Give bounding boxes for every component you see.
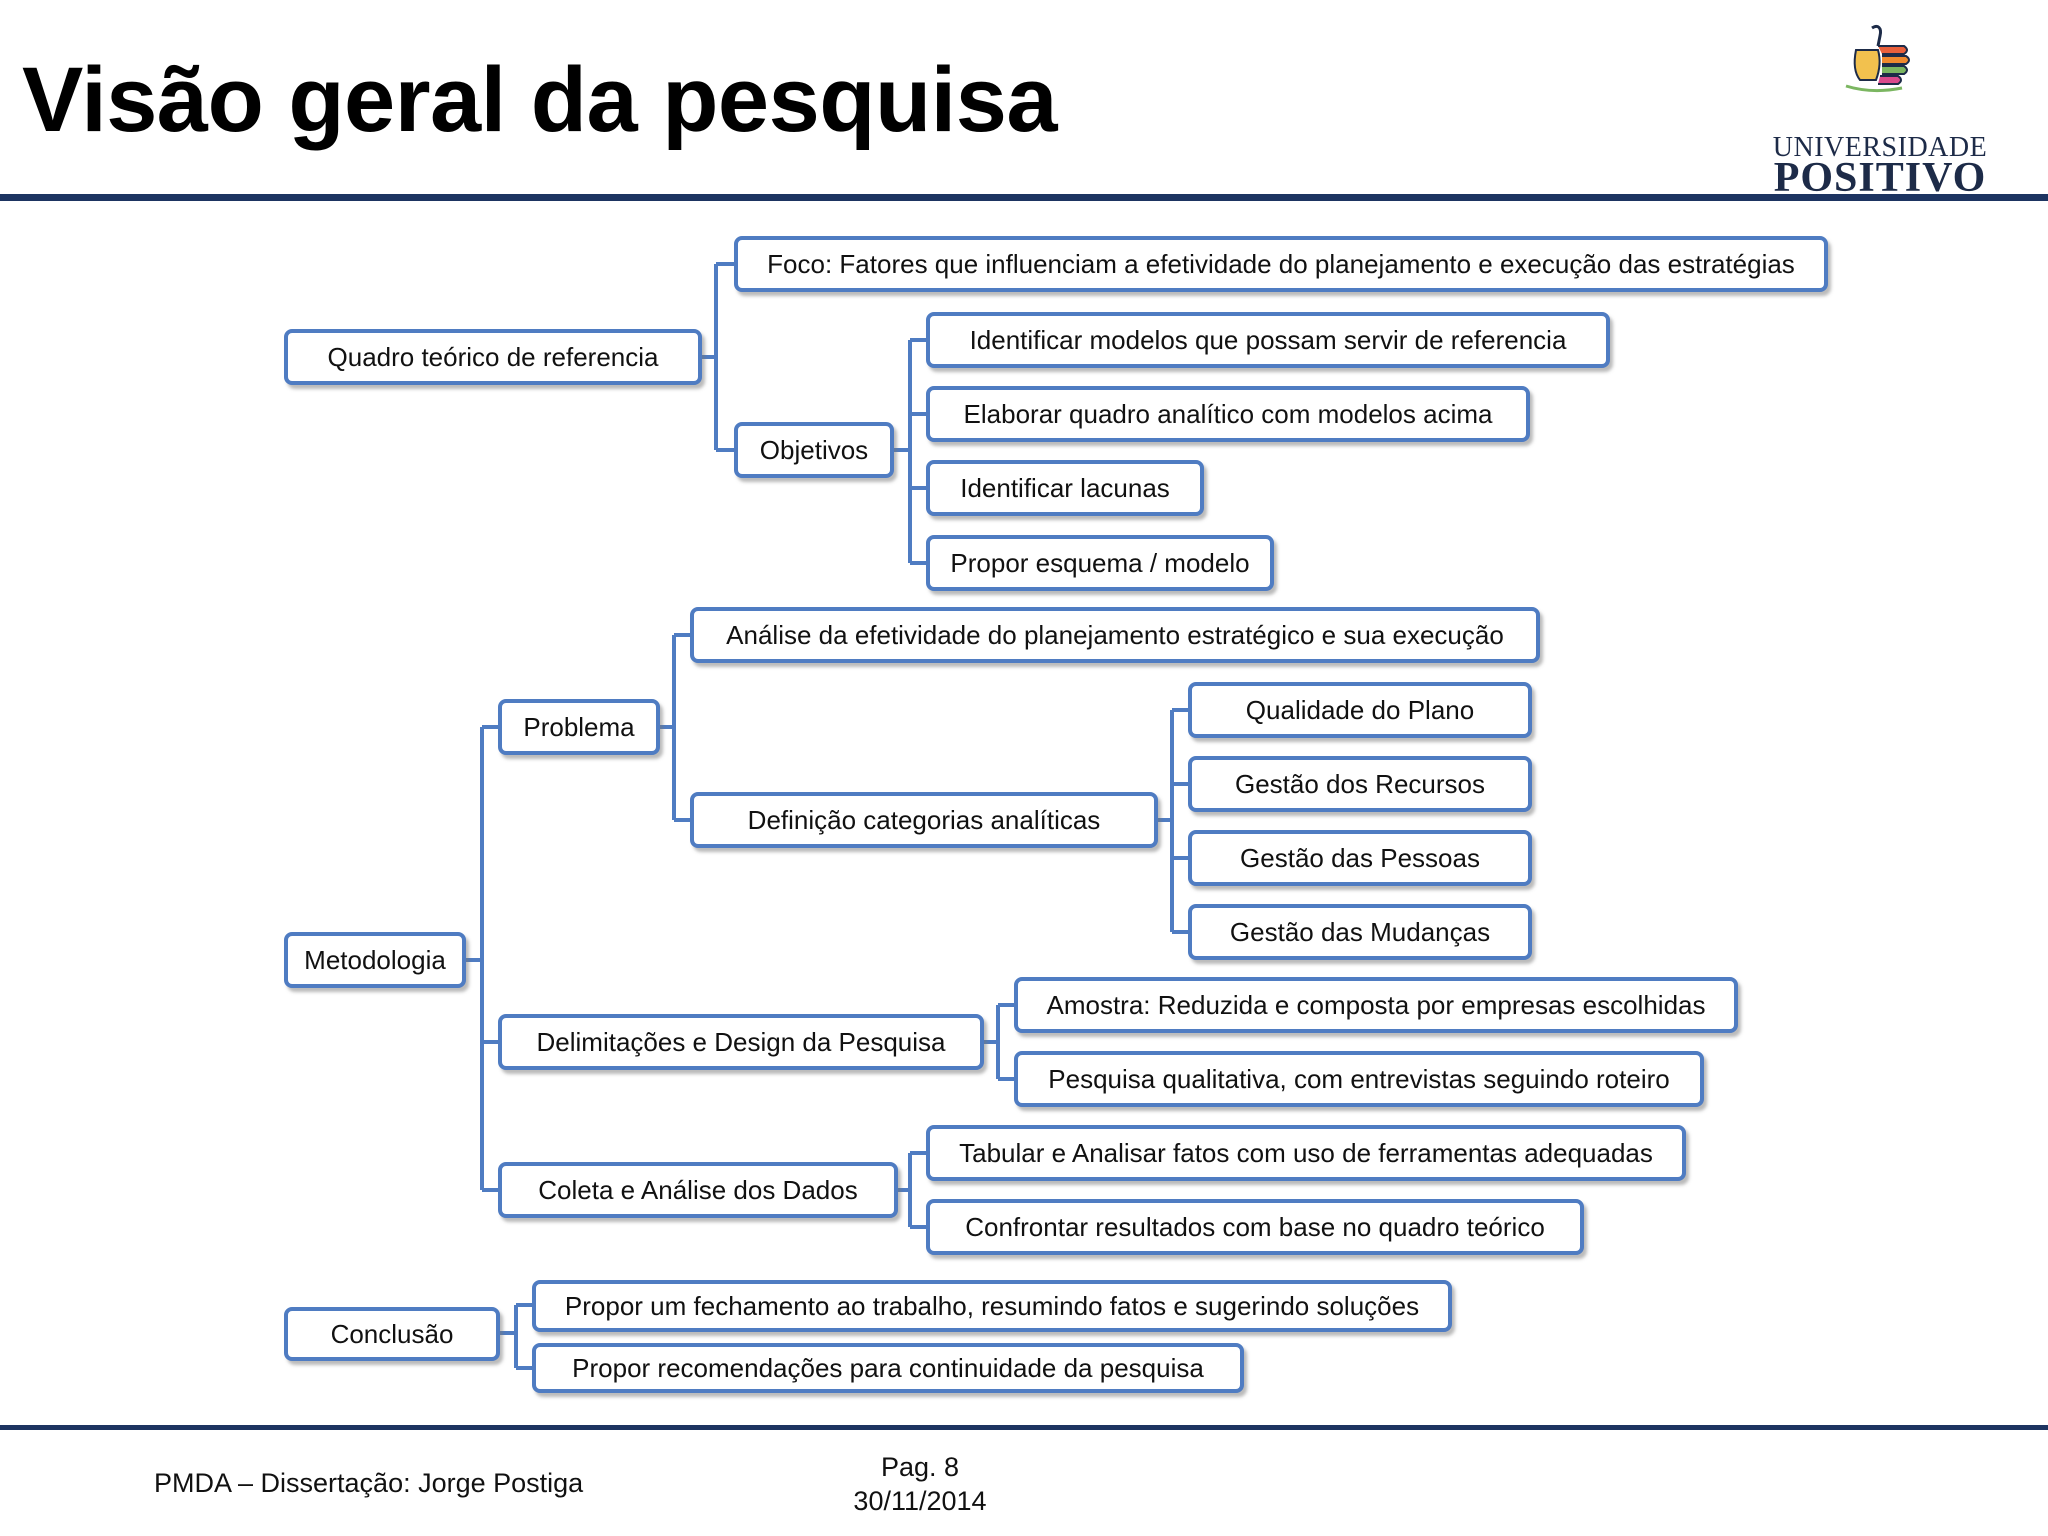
node-objetivo-3: Identificar lacunas [926,460,1204,516]
node-categoria-3: Gestão das Pessoas [1188,830,1532,886]
node-pesquisa-qualitativa: Pesquisa qualitativa, com entrevistas se… [1014,1051,1704,1107]
node-objetivo-4: Propor esquema / modelo [926,535,1274,591]
node-categoria-4: Gestão das Mudanças [1188,904,1532,960]
node-fechamento: Propor um fechamento ao trabalho, resumi… [532,1280,1452,1332]
node-metodologia: Metodologia [284,932,466,988]
node-categoria-1: Qualidade do Plano [1188,682,1532,738]
node-conclusao: Conclusão [284,1307,500,1361]
node-analise: Análise da efetividade do planejamento e… [690,607,1540,663]
logo-text-positivo: POSITIVO [1773,155,1987,201]
connector-lines [466,262,1188,1370]
node-tabular: Tabular e Analisar fatos com uso de ferr… [926,1125,1686,1181]
thumbs-up-icon [1845,24,1910,93]
footer-page-info: Pag. 8 30/11/2014 [820,1450,1020,1518]
node-amostra: Amostra: Reduzida e composta por empresa… [1014,977,1738,1033]
node-objetivos: Objetivos [734,422,894,478]
slide-date: 30/11/2014 [853,1486,987,1516]
node-recomendacoes: Propor recomendações para continuidade d… [532,1343,1244,1393]
node-delimitacoes: Delimitações e Design da Pesquisa [498,1014,984,1070]
node-objetivo-2: Elaborar quadro analítico com modelos ac… [926,386,1530,442]
node-quadro-teorico: Quadro teórico de referencia [284,329,702,385]
logo-text-universidade: UNIVERSIDADE [1772,132,1988,163]
page-number: Pag. 8 [880,1452,960,1482]
header-rule [0,194,2048,201]
node-coleta: Coleta e Análise dos Dados [498,1162,898,1218]
node-problema: Problema [498,699,660,755]
node-categoria-2: Gestão dos Recursos [1188,756,1532,812]
node-definicao: Definição categorias analíticas [690,792,1158,848]
node-foco: Foco: Fatores que influenciam a efetivid… [734,236,1828,292]
slide-title: Visão geral da pesquisa [22,49,1058,151]
university-logo: UNIVERSIDADE POSITIVO [1760,20,2000,201]
footer-author: PMDA – Dissertação: Jorge Postiga [154,1468,584,1498]
footer-rule [0,1425,2048,1430]
node-confrontar: Confrontar resultados com base no quadro… [926,1199,1584,1255]
node-objetivo-1: Identificar modelos que possam servir de… [926,312,1610,368]
